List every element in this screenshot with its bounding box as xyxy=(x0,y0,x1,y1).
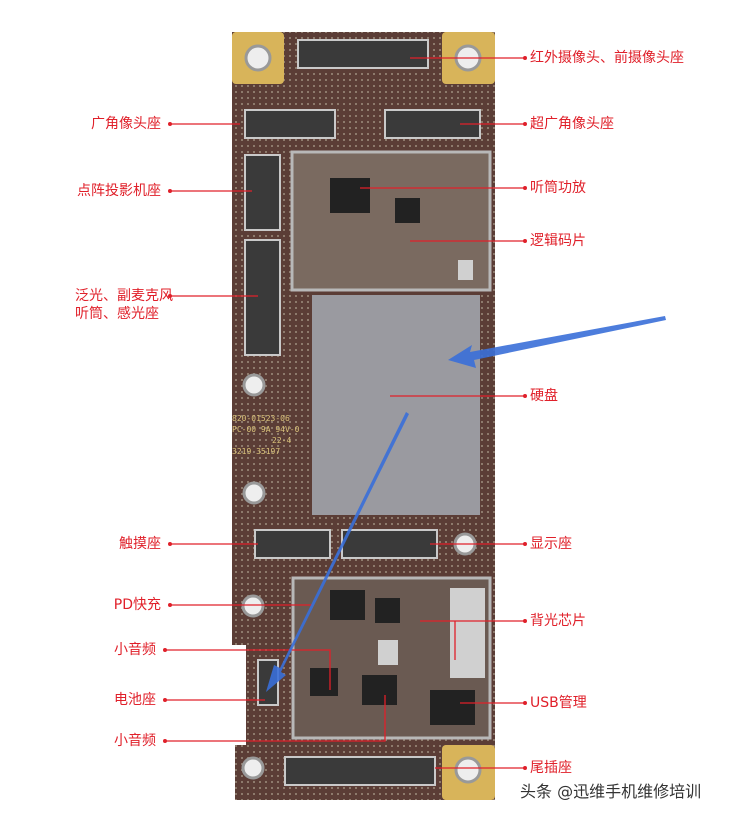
label-earpiece-amp: 听筒功放 xyxy=(530,180,586,196)
leader-lines xyxy=(165,57,525,769)
label-audio-1: 小音频 xyxy=(114,642,156,658)
label-backlight: 背光芯片 xyxy=(530,613,586,629)
silk-line: 820-01523-06 xyxy=(232,414,290,423)
label-line: 听筒、感光座 xyxy=(75,306,159,322)
nand-chip xyxy=(312,295,480,515)
silk-line: PC-00 9A 94V-0 xyxy=(232,425,300,434)
silk-line: 3219 35197 xyxy=(232,447,281,456)
label-pd-charge: PD快充 xyxy=(113,597,161,613)
blue-arrows xyxy=(266,316,666,692)
label-battery: 电池座 xyxy=(114,692,156,708)
label-ir-front-camera: 红外摄像头、前摄像头座 xyxy=(530,50,684,66)
silk-line: 22-4 xyxy=(272,436,292,445)
watermark: 头条 @迅维手机维修培训 xyxy=(520,782,702,801)
board-silkscreen: 820-01523-06 PC-00 9A 94V-0 22-4 3219 35… xyxy=(232,413,299,457)
label-usb: USB管理 xyxy=(530,695,587,711)
label-dock: 尾插座 xyxy=(530,760,572,776)
label-wide-camera: 广角像头座 xyxy=(91,116,161,132)
label-audio-2: 小音频 xyxy=(114,733,156,749)
label-flood-mic: 泛光、副麦克风 听筒、感光座 xyxy=(75,287,173,323)
label-nand: 硬盘 xyxy=(530,388,558,404)
label-dot-projector: 点阵投影机座 xyxy=(77,183,161,199)
label-touch: 触摸座 xyxy=(119,536,161,552)
label-logic-eeprom: 逻辑码片 xyxy=(530,233,586,249)
label-ultra-wide-camera: 超广角像头座 xyxy=(530,116,614,132)
label-display: 显示座 xyxy=(530,536,572,552)
upper-shield xyxy=(290,150,492,292)
label-line: 泛光、副麦克风 xyxy=(75,288,173,304)
